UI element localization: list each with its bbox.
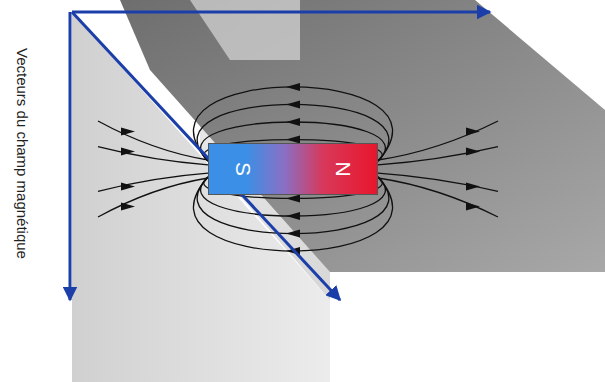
field-line [378, 147, 498, 165]
horizontal-plane [120, 0, 605, 272]
pole-label: S [232, 162, 253, 176]
plane-highlight [190, 0, 300, 60]
field-lines [98, 83, 498, 255]
field-line [98, 147, 208, 165]
bar-magnet: SN [208, 143, 378, 195]
field-arrow [286, 230, 300, 238]
pole-label: N [333, 161, 354, 176]
field-arrow [121, 203, 135, 211]
field-arrow [286, 212, 300, 220]
field-arrow [466, 183, 480, 191]
field-line [378, 178, 498, 217]
field-arrow [466, 203, 480, 211]
field-line [98, 173, 208, 191]
field-arrow [286, 118, 300, 126]
field-line [98, 178, 208, 217]
field-arrow [466, 128, 480, 136]
field-arrow [286, 83, 300, 91]
field-arrow [121, 183, 135, 191]
field-line [378, 121, 498, 160]
field-arrow [121, 128, 135, 136]
field-arrow [466, 148, 480, 156]
field-arrow [121, 148, 135, 156]
axis-arrow [69, 12, 72, 300]
field-line [378, 173, 498, 191]
axis-caption: Vecteurs du champ magnétique [14, 38, 31, 268]
field-arrow [286, 100, 300, 108]
axis-arrow [72, 11, 490, 14]
field-arrow [286, 194, 300, 202]
